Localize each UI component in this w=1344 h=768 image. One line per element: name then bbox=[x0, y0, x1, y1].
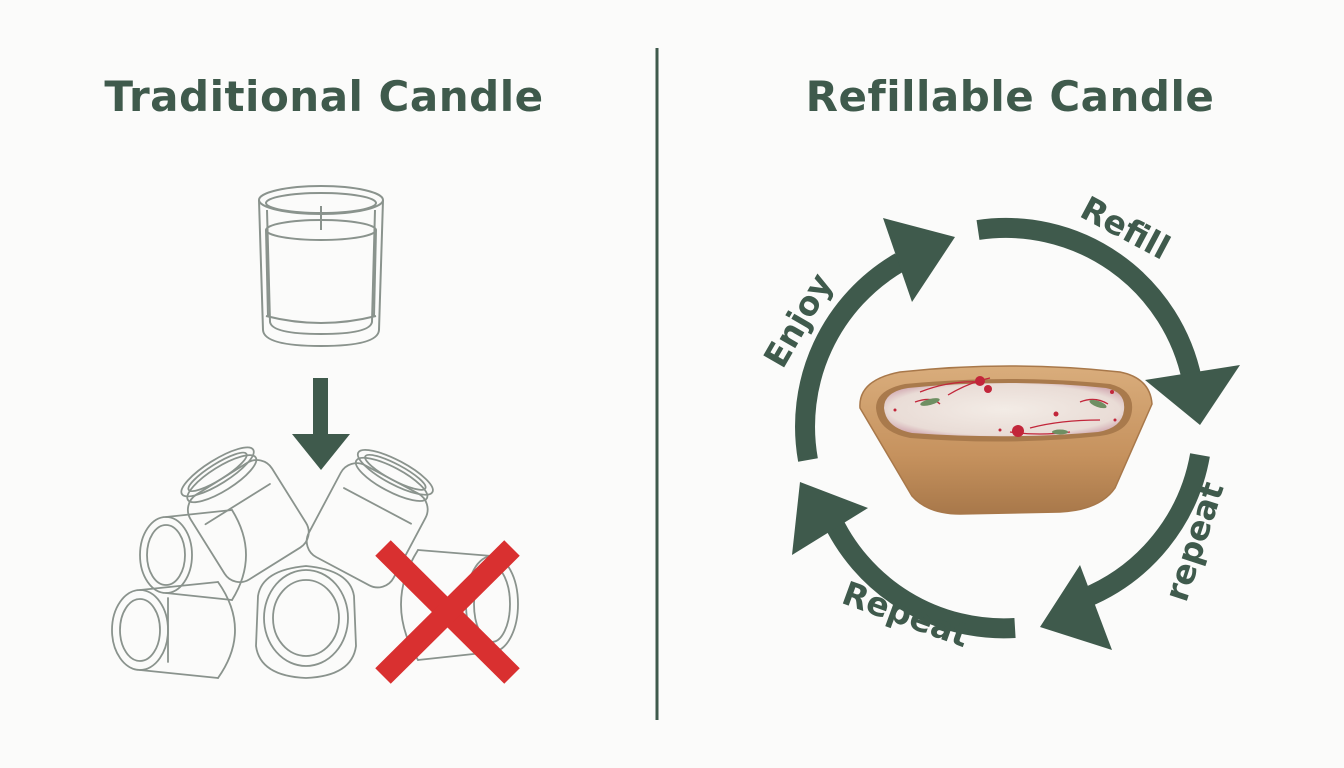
red-cross-icon bbox=[375, 540, 520, 684]
cycle-arrows-icon bbox=[795, 218, 1210, 639]
leaf bbox=[1089, 399, 1107, 409]
rose-bud bbox=[975, 376, 985, 386]
cycle-arrow-enjoy bbox=[795, 253, 906, 462]
wax-speck bbox=[1110, 390, 1114, 394]
jar-sketch bbox=[305, 449, 434, 589]
glass-candle-icon bbox=[258, 185, 384, 347]
wax-speck bbox=[893, 408, 897, 412]
cycle-arrow-repeat-bottom bbox=[820, 510, 1016, 639]
leaf bbox=[1052, 429, 1068, 435]
arrowhead-icon bbox=[792, 482, 868, 555]
jar-sketch bbox=[255, 565, 357, 679]
cycle-arrow-repeat-right bbox=[1081, 453, 1210, 608]
wax-speck bbox=[998, 428, 1002, 432]
jar-sketch bbox=[111, 581, 236, 679]
leaf bbox=[920, 398, 940, 406]
arrowhead-icon bbox=[1040, 565, 1112, 650]
rose-bud bbox=[1012, 425, 1024, 437]
wooden-bowl-candle bbox=[859, 365, 1153, 515]
cycle-arrow-refill bbox=[976, 218, 1202, 383]
cycle-arrowheads bbox=[792, 218, 1240, 650]
arrowhead-icon bbox=[1145, 365, 1240, 425]
empty-jar-pile-icon bbox=[111, 446, 519, 679]
wax-speck bbox=[1113, 418, 1117, 422]
down-arrow-icon bbox=[292, 378, 350, 470]
arrowhead-icon bbox=[883, 218, 955, 302]
traditional-candle-title: Traditional Candle bbox=[104, 72, 544, 121]
jar-sketch bbox=[139, 509, 247, 601]
cycle-label-repeat-bottom: Repeat bbox=[837, 573, 974, 655]
jar-sketch bbox=[180, 446, 310, 583]
refillable-candle-title: Refillable Candle bbox=[805, 72, 1215, 121]
rose-bud bbox=[984, 385, 992, 393]
rose-bud bbox=[1053, 411, 1059, 417]
